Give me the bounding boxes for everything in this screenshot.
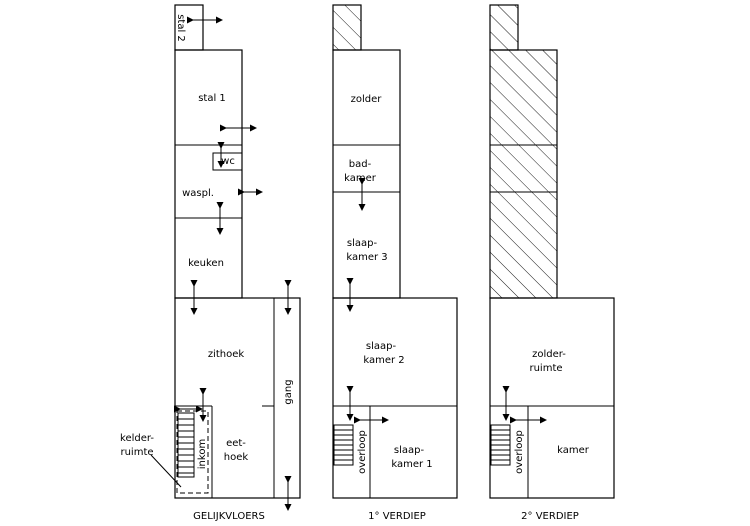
label-slaapkamer3-line2: kamer 3 [346, 252, 387, 263]
label-zolderruimte-line1: zolder- [532, 349, 566, 360]
label-badkamer-line2: kamer [344, 173, 377, 184]
front-block-walls [332, 297, 458, 499]
ground-floor-plan: stal 2 stal 1 wc waspl. keuken zithoek g… [120, 4, 301, 522]
label-zolderruimte-line2: ruimte [529, 363, 562, 374]
label-zithoek: zithoek [208, 349, 245, 360]
label-kelderruimte-line1: kelder- [120, 433, 154, 444]
label-eethoek-line2: hoek [224, 452, 249, 463]
label-slaapkamer3-line1: slaap- [347, 238, 378, 249]
wc-room [212, 152, 243, 171]
kelderruimte-outline [176, 410, 209, 494]
label-gang: gang [283, 379, 294, 404]
label-eethoek-line1: eet- [226, 438, 246, 449]
kelder-leader-line [150, 454, 182, 488]
label-inkom: inkom [197, 439, 208, 469]
hatched-roof-area [332, 4, 362, 51]
label-waspl: waspl. [182, 188, 214, 199]
label-kelderruimte-line2: ruimte [120, 447, 153, 458]
label-ground-floor: GELIJKVLOERS [193, 511, 265, 522]
label-first-floor: 1° VERDIEP [368, 511, 426, 522]
front-block-walls [174, 297, 301, 499]
hatched-roof-area [489, 4, 519, 51]
first-floor-stairs [333, 424, 354, 466]
label-slaapkamer1-line1: slaap- [394, 445, 425, 456]
label-kamer: kamer [557, 445, 590, 456]
hatched-roof-area [489, 49, 558, 299]
label-slaapkamer2-line1: slaap- [366, 341, 397, 352]
label-badkamer-line1: bad- [349, 159, 372, 170]
second-floor-plan: zolder- ruimte overloop kamer 2° VERDIEP [489, 4, 615, 522]
label-wc: wc [221, 156, 235, 167]
label-overloop: overloop [357, 430, 368, 474]
second-floor-stairs [490, 424, 511, 466]
label-overloop: overloop [514, 430, 525, 474]
label-keuken: keuken [188, 258, 224, 269]
label-slaapkamer1-line2: kamer 1 [391, 459, 432, 470]
label-stal1: stal 1 [198, 93, 226, 104]
label-second-floor: 2° VERDIEP [521, 511, 579, 522]
ground-stairs [177, 412, 195, 478]
first-floor-plan: zolder bad- kamer slaap- kamer 3 slaap- … [332, 4, 458, 522]
label-zolder: zolder [351, 94, 383, 105]
label-stal2: stal 2 [175, 14, 186, 42]
front-block-walls [489, 297, 615, 499]
label-slaapkamer2-line2: kamer 2 [363, 355, 404, 366]
